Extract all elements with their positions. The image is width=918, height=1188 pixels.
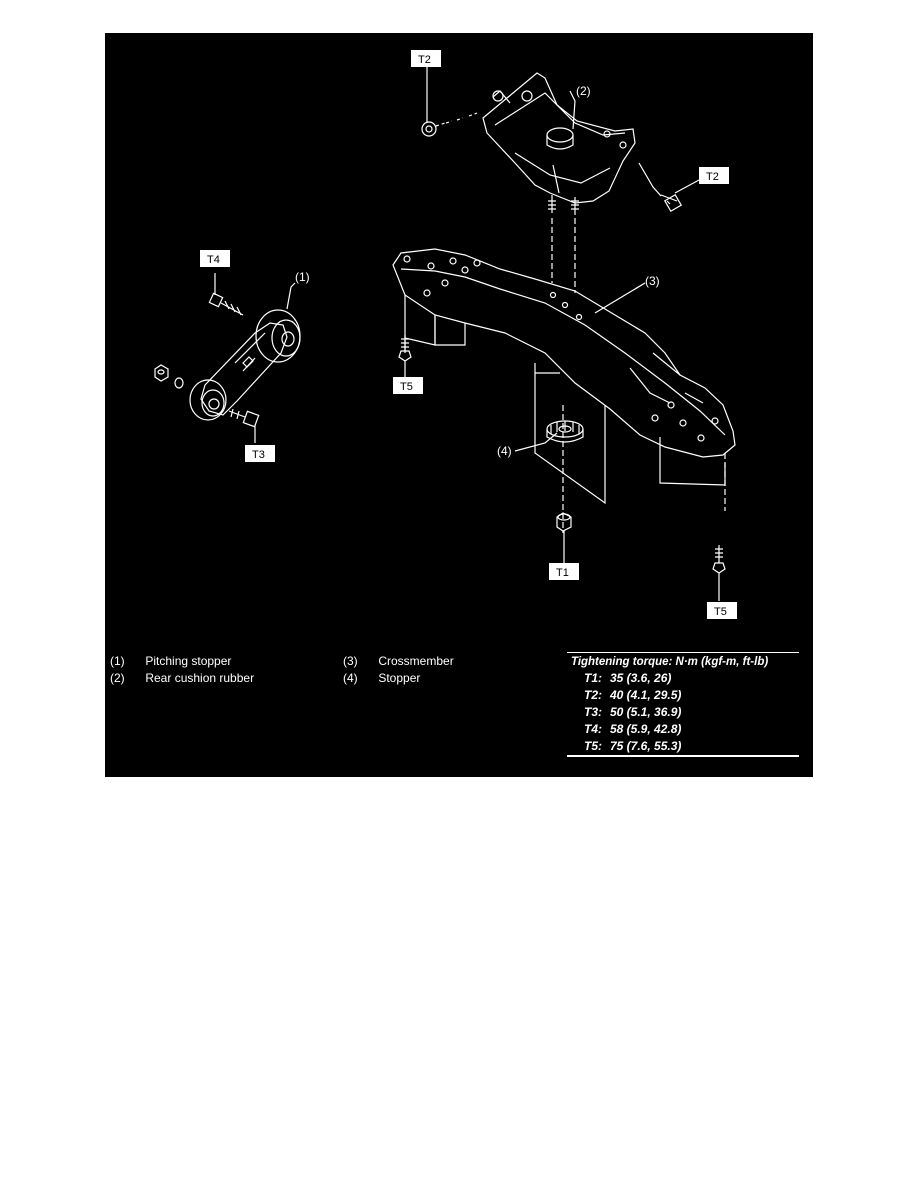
- stopper-part: [546, 420, 584, 443]
- torque-title: Tightening torque: N·m (kgf-m, ft-lb): [571, 656, 769, 668]
- legend-item: (1) Pitching stopper: [110, 654, 232, 668]
- bolt-t5-bottom-part: [712, 545, 726, 601]
- studs-part: [548, 195, 579, 533]
- svg-text:T2: T2: [706, 171, 719, 183]
- tag-t5-left: T5: [393, 377, 423, 394]
- tag-t3: T3: [245, 445, 275, 462]
- bolt-t3-part: [228, 408, 260, 443]
- rear-cushion-rubber-part: [482, 72, 636, 204]
- torque-table: Tightening torque: N·m (kgf-m, ft-lb) T1…: [567, 652, 799, 757]
- bolt-t2-right-part: [638, 162, 683, 213]
- legend-item: (3) Crossmember: [343, 654, 454, 668]
- tag-t2-top: T2: [411, 50, 441, 67]
- legend-column-1: (1) Pitching stopper (2) Rear cushion ru…: [110, 653, 254, 687]
- svg-text:T3: T3: [252, 449, 265, 461]
- tag-t2-right: T2: [699, 167, 729, 184]
- bolt-t5-left-part: [398, 335, 412, 377]
- nut-t2-top-part: [421, 112, 478, 137]
- tag-t1: T1: [549, 563, 579, 580]
- bolt-t4-part: [208, 273, 244, 316]
- callout-3: (3): [645, 274, 660, 288]
- diagram-panel: (2) (1) (3) (4) T2 T2 T4 T5 T3 T1: [105, 33, 813, 777]
- exploded-diagram: (2) (1) (3) (4) T2 T2 T4 T5 T3 T1: [154, 50, 737, 619]
- svg-text:T5: T5: [400, 381, 413, 393]
- legend-item: (2) Rear cushion rubber: [110, 671, 255, 685]
- torque-row: T3:50 (5.1, 36.9): [584, 705, 682, 719]
- torque-row: T1:35 (3.6, 26): [584, 671, 672, 685]
- crossmember-part: [392, 248, 736, 511]
- svg-text:T4: T4: [207, 254, 220, 266]
- callout-4: (4): [497, 444, 512, 458]
- nut-washer-left-part: [154, 364, 184, 389]
- svg-text:T5: T5: [714, 606, 727, 618]
- torque-row: T5:75 (7.6, 55.3): [584, 739, 682, 753]
- nut-t1-part: [556, 512, 572, 563]
- svg-text:T1: T1: [556, 567, 569, 579]
- legend-item: (4) Stopper: [343, 671, 421, 685]
- callout-1: (1): [295, 270, 310, 284]
- callout-2: (2): [576, 84, 591, 98]
- legend-column-2: (3) Crossmember (4) Stopper: [343, 653, 454, 687]
- tag-t5-bottom: T5: [707, 602, 737, 619]
- tag-t4: T4: [200, 250, 230, 267]
- torque-row: T2:40 (4.1, 29.5): [584, 688, 682, 702]
- torque-row: T4:58 (5.9, 42.8): [584, 722, 682, 736]
- svg-text:T2: T2: [418, 54, 431, 66]
- pitching-stopper-part: [189, 309, 301, 421]
